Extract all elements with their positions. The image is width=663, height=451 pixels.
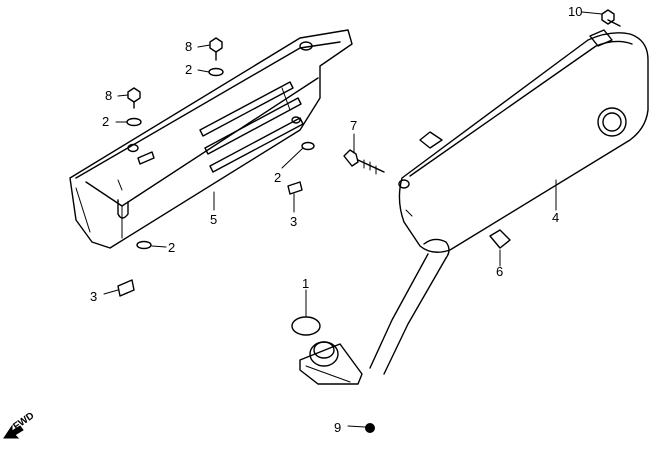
- collar-3-b: [117, 279, 135, 297]
- callout-5: 5: [210, 212, 217, 227]
- washer-2-d: [136, 240, 152, 250]
- collar-3-a: [287, 181, 303, 195]
- callout-8-upper: 8: [185, 39, 192, 54]
- callout-10: 10: [568, 4, 582, 19]
- bolt-8-upper: [209, 37, 223, 61]
- washer-2-a: [208, 67, 224, 77]
- muffler: [398, 29, 649, 253]
- callout-6: 6: [496, 264, 503, 279]
- gasket-1: [291, 316, 321, 336]
- fwd-arrow: FWD: [3, 410, 36, 439]
- bolt-7: [343, 149, 385, 175]
- callout-7: 7: [350, 118, 357, 133]
- callout-2-bottom: 2: [168, 240, 175, 255]
- bolt-8-lower: [127, 87, 141, 109]
- exhaust-pipe: [299, 238, 450, 385]
- callout-2-left: 2: [102, 114, 109, 129]
- callout-3-mid: 3: [290, 214, 297, 229]
- callout-9: 9: [334, 420, 341, 435]
- callout-8-lower: 8: [105, 88, 112, 103]
- nut-9: [365, 423, 375, 433]
- washer-2-c: [301, 141, 315, 151]
- callout-1: 1: [302, 276, 309, 291]
- washer-2-b: [126, 117, 142, 127]
- callout-2-upper: 2: [185, 62, 192, 77]
- callout-3-left: 3: [90, 289, 97, 304]
- end-pipe-6: [489, 229, 511, 249]
- muffler-protector: [69, 29, 353, 249]
- bolt-10: [601, 9, 621, 27]
- fwd-label: FWD: [11, 410, 36, 432]
- callout-4: 4: [552, 210, 559, 225]
- callout-2-mid: 2: [274, 170, 281, 185]
- leader-lines: [103, 11, 603, 428]
